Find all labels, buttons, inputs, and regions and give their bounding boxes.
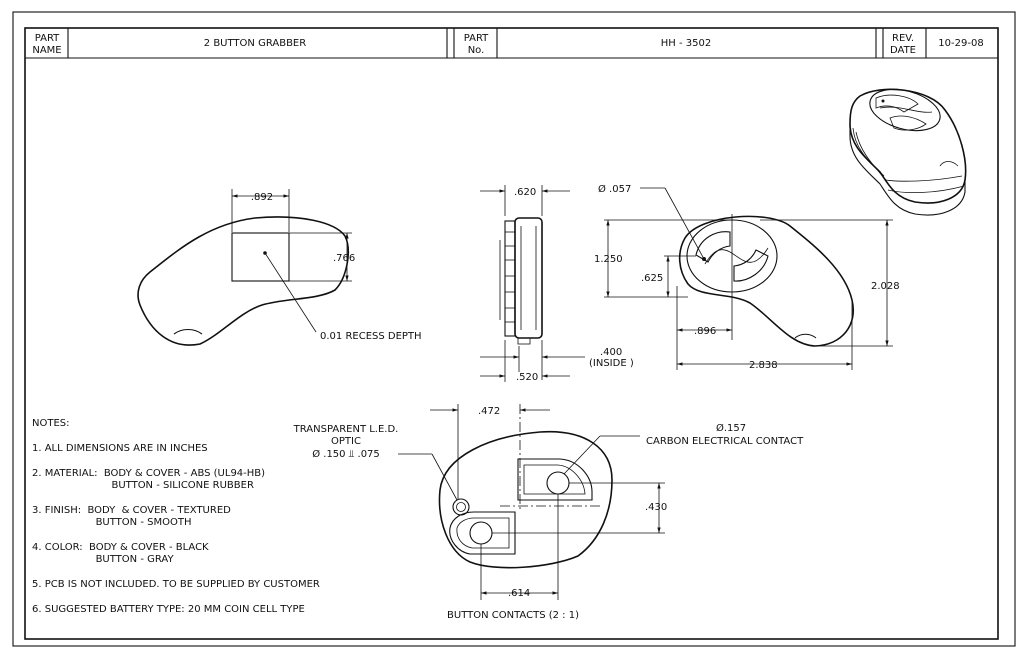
rev-date-label-1: REV. bbox=[892, 33, 914, 44]
contacts-view: .472 Ø.157 CARBON ELECTRICAL CONTACT .43… bbox=[293, 404, 804, 621]
isometric-view bbox=[849, 88, 967, 216]
carbon-contact-2 bbox=[469, 521, 493, 545]
rev-date-label-2: DATE bbox=[890, 45, 916, 56]
dim-contact-dia: Ø.157 bbox=[716, 422, 746, 434]
note-2b: BUTTON - SILICONE RUBBER bbox=[32, 480, 254, 491]
dim-overall-width: 2.838 bbox=[749, 360, 778, 371]
part-name-label-1: PART bbox=[35, 33, 60, 44]
back-view: .892 .766 0.01 RECESS DEPTH bbox=[137, 189, 422, 346]
part-no-label-1: PART bbox=[464, 33, 489, 44]
carbon-contact bbox=[546, 471, 570, 495]
note-4a: 4. COLOR: BODY & COVER - BLACK bbox=[32, 542, 209, 553]
rev-date-value: 10-29-08 bbox=[938, 38, 983, 49]
button-contacts-caption: BUTTON CONTACTS (2 : 1) bbox=[447, 610, 579, 621]
dim-overall-height: 2.028 bbox=[871, 281, 900, 292]
side-view: .620 .400 (INSIDE ) .520 bbox=[480, 185, 634, 383]
dim-led-hole: Ø .057 bbox=[598, 183, 631, 195]
part-name-label-2: NAME bbox=[32, 45, 61, 56]
inner-border bbox=[24, 27, 999, 640]
dim-recess-height: .766 bbox=[333, 253, 355, 264]
dim-inside-label: (INSIDE ) bbox=[589, 358, 634, 369]
dim-recess-width: .892 bbox=[251, 192, 273, 203]
dim-recess-depth: 0.01 RECESS DEPTH bbox=[320, 331, 422, 342]
note-2a: 2. MATERIAL: BODY & COVER - ABS (UL94-HB… bbox=[32, 468, 266, 479]
notes-block: NOTES: 1. ALL DIMENSIONS ARE IN INCHES 2… bbox=[32, 418, 352, 616]
led-callout-line3: Ø .150 ⫫ .075 bbox=[312, 448, 380, 460]
note-3a: 3. FINISH: BODY & COVER - TEXTURED bbox=[32, 505, 231, 516]
note-1: 1. ALL DIMENSIONS ARE IN INCHES bbox=[32, 443, 208, 454]
dim-contact-height: .430 bbox=[645, 502, 667, 513]
dim-side-base: .520 bbox=[516, 372, 538, 383]
note-3b: BUTTON - SMOOTH bbox=[32, 517, 192, 528]
led-optic bbox=[452, 498, 470, 516]
front-view: Ø .057 1.250 .625 2.028 .896 2.838 bbox=[594, 183, 900, 371]
dim-inside-depth: .400 bbox=[600, 347, 622, 358]
title-block: PART NAME 2 BUTTON GRABBER PART No. HH -… bbox=[25, 28, 998, 59]
part-name-value: 2 BUTTON GRABBER bbox=[204, 38, 306, 49]
led-callout-line1: TRANSPARENT L.E.D. bbox=[293, 424, 399, 435]
dim-button-offset-v: .625 bbox=[641, 273, 663, 284]
dim-button-offset-h: .896 bbox=[694, 326, 716, 337]
dim-led-offset: .472 bbox=[478, 406, 500, 417]
part-no-value: HH - 3502 bbox=[661, 38, 711, 49]
part-no-label-2: No. bbox=[468, 45, 485, 56]
led-callout-line2: OPTIC bbox=[331, 436, 361, 447]
dim-front-height: 1.250 bbox=[594, 254, 623, 265]
recess-area bbox=[231, 232, 290, 282]
note-5: 5. PCB IS NOT INCLUDED. TO BE SUPPLIED B… bbox=[32, 579, 320, 590]
dim-contact-label: CARBON ELECTRICAL CONTACT bbox=[646, 436, 804, 447]
notes-heading: NOTES: bbox=[32, 418, 70, 429]
note-6: 6. SUGGESTED BATTERY TYPE: 20 MM COIN CE… bbox=[32, 604, 305, 615]
dim-contact-spacing: .614 bbox=[508, 588, 530, 599]
note-4b: BUTTON - GRAY bbox=[32, 554, 174, 565]
outer-border bbox=[12, 11, 1016, 647]
dim-side-thickness: .620 bbox=[514, 187, 536, 198]
